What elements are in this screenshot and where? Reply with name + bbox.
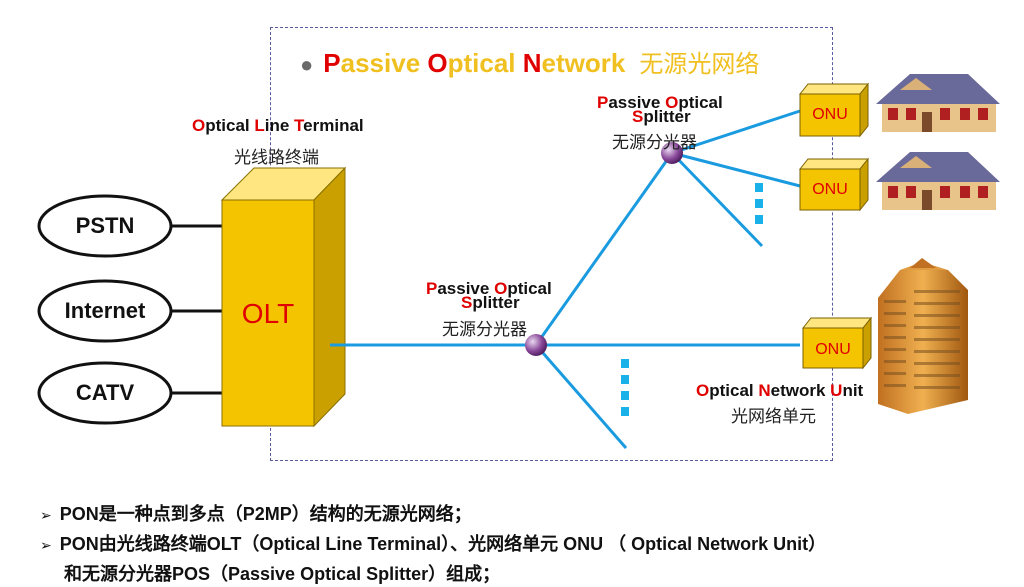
onu-2-text: ONU — [812, 181, 848, 198]
olt-label-en: Optical Line Terminal — [192, 116, 364, 135]
dot-mid-1 — [621, 359, 629, 368]
olt-box-front — [221, 199, 315, 427]
onu-3-text: ONU — [815, 341, 851, 358]
bullet-dot-icon: ● — [300, 52, 314, 77]
onu-1-shape — [798, 82, 870, 138]
arrow-bullet-icon: ➢ — [40, 507, 52, 523]
splitter-mid-label-en-2: Splitter — [461, 293, 520, 312]
internet-ellipse — [37, 279, 173, 343]
onu-3-shape — [801, 316, 873, 370]
splitter-mid-node — [525, 334, 547, 356]
bullet-2-continuation: 和无源分光器POS（Passive Optical Splitter）组成； — [64, 564, 501, 584]
fiber-splitter-down — [534, 344, 628, 449]
bullet-2-text: PON由光线路终端OLT（Optical Line Terminal）、光网络单… — [59, 534, 827, 554]
catv-ellipse — [37, 361, 173, 425]
bullet-1-text: PON是一种点到多点（P2MP）结构的无源光网络； — [59, 504, 472, 524]
splitter-top-label-en: Passive Optical — [597, 93, 723, 112]
dot-top-1 — [755, 183, 763, 192]
fiber-splitter-up — [534, 152, 674, 346]
house-1-icon — [876, 74, 1000, 132]
dot-mid-4 — [621, 407, 629, 416]
splitter-mid-label-cn: 无源分光器 — [442, 320, 527, 340]
dot-top-3 — [755, 215, 763, 224]
dot-mid-2 — [621, 375, 629, 384]
pon-title-cn: 无源光网络 — [639, 50, 760, 78]
service-label-catv: CATV — [75, 380, 135, 405]
bullet-1: ➢ PON是一种点到多点（P2MP）结构的无源光网络； — [40, 500, 472, 526]
dot-mid-3 — [621, 391, 629, 400]
onu-label-en: Optical Network Unit — [696, 381, 864, 400]
pstn-ellipse — [37, 194, 173, 258]
service-label-internet: Internet — [64, 298, 146, 323]
olt-text: OLT — [241, 298, 295, 329]
fiber-top-down — [670, 151, 764, 248]
onu-2-shape — [798, 157, 870, 212]
dot-top-2 — [755, 199, 763, 208]
service-label-pstn: PSTN — [75, 213, 135, 238]
arrow-bullet-icon: ➢ — [40, 537, 52, 553]
olt-box-side — [313, 166, 346, 428]
bullet-2: ➢ PON由光线路终端OLT（Optical Line Terminal）、光网络… — [40, 530, 826, 556]
office-building-icon — [878, 258, 968, 414]
house-2-icon — [876, 152, 1000, 210]
splitter-top-label-cn: 无源分光器 — [612, 133, 697, 153]
fiber-top-onu1 — [671, 109, 801, 155]
fiber-top-onu2 — [671, 151, 801, 188]
onu-label-cn: 光网络单元 — [731, 407, 816, 427]
splitter-top-node — [661, 142, 683, 164]
onu-1-text: ONU — [812, 106, 848, 123]
splitter-mid-label-en: Passive Optical — [426, 279, 552, 298]
splitter-top-label-en-2: Splitter — [632, 107, 691, 126]
olt-label-cn: 光线路终端 — [234, 148, 319, 168]
